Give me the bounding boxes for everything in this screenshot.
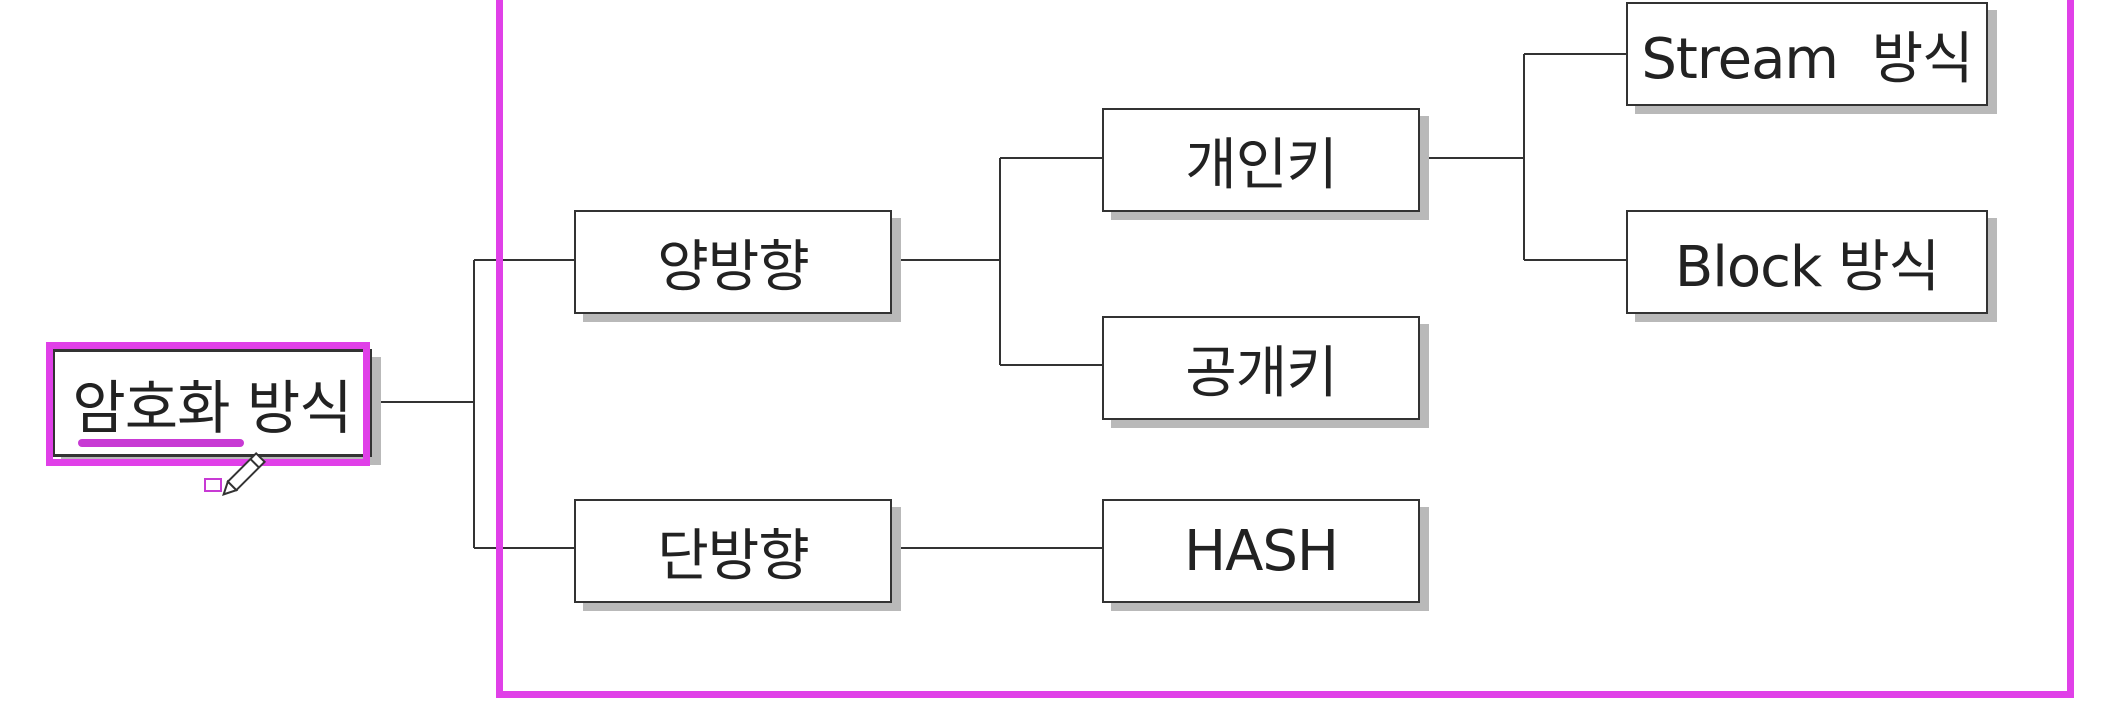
node-two-way: 양방향 (574, 210, 892, 314)
subtree-highlight-box (496, 0, 2074, 698)
node-private-key: 개인키 (1102, 108, 1420, 212)
node-hash: HASH (1102, 499, 1420, 603)
pencil-cursor-icon (222, 451, 267, 496)
node-one-way-label: 단방향 (657, 523, 810, 589)
node-hash-label: HASH (1183, 518, 1339, 584)
root-highlight-box (46, 342, 370, 466)
node-public-key-label: 공개키 (1185, 340, 1338, 406)
annotation-small-square (204, 478, 222, 492)
node-encryption-method-label: 암호화 방식 (72, 374, 352, 442)
node-block-method-label: Block 방식 (1674, 234, 1940, 300)
node-public-key: 공개키 (1102, 316, 1420, 420)
node-one-way: 단방향 (574, 499, 892, 603)
node-two-way-label: 양방향 (657, 234, 810, 300)
node-stream-method: Stream 방식 (1626, 2, 1988, 106)
node-block-method: Block 방식 (1626, 210, 1988, 314)
node-private-key-label: 개인키 (1185, 132, 1338, 198)
annotation-underline (78, 439, 244, 447)
node-stream-method-label: Stream 방식 (1641, 26, 1973, 92)
